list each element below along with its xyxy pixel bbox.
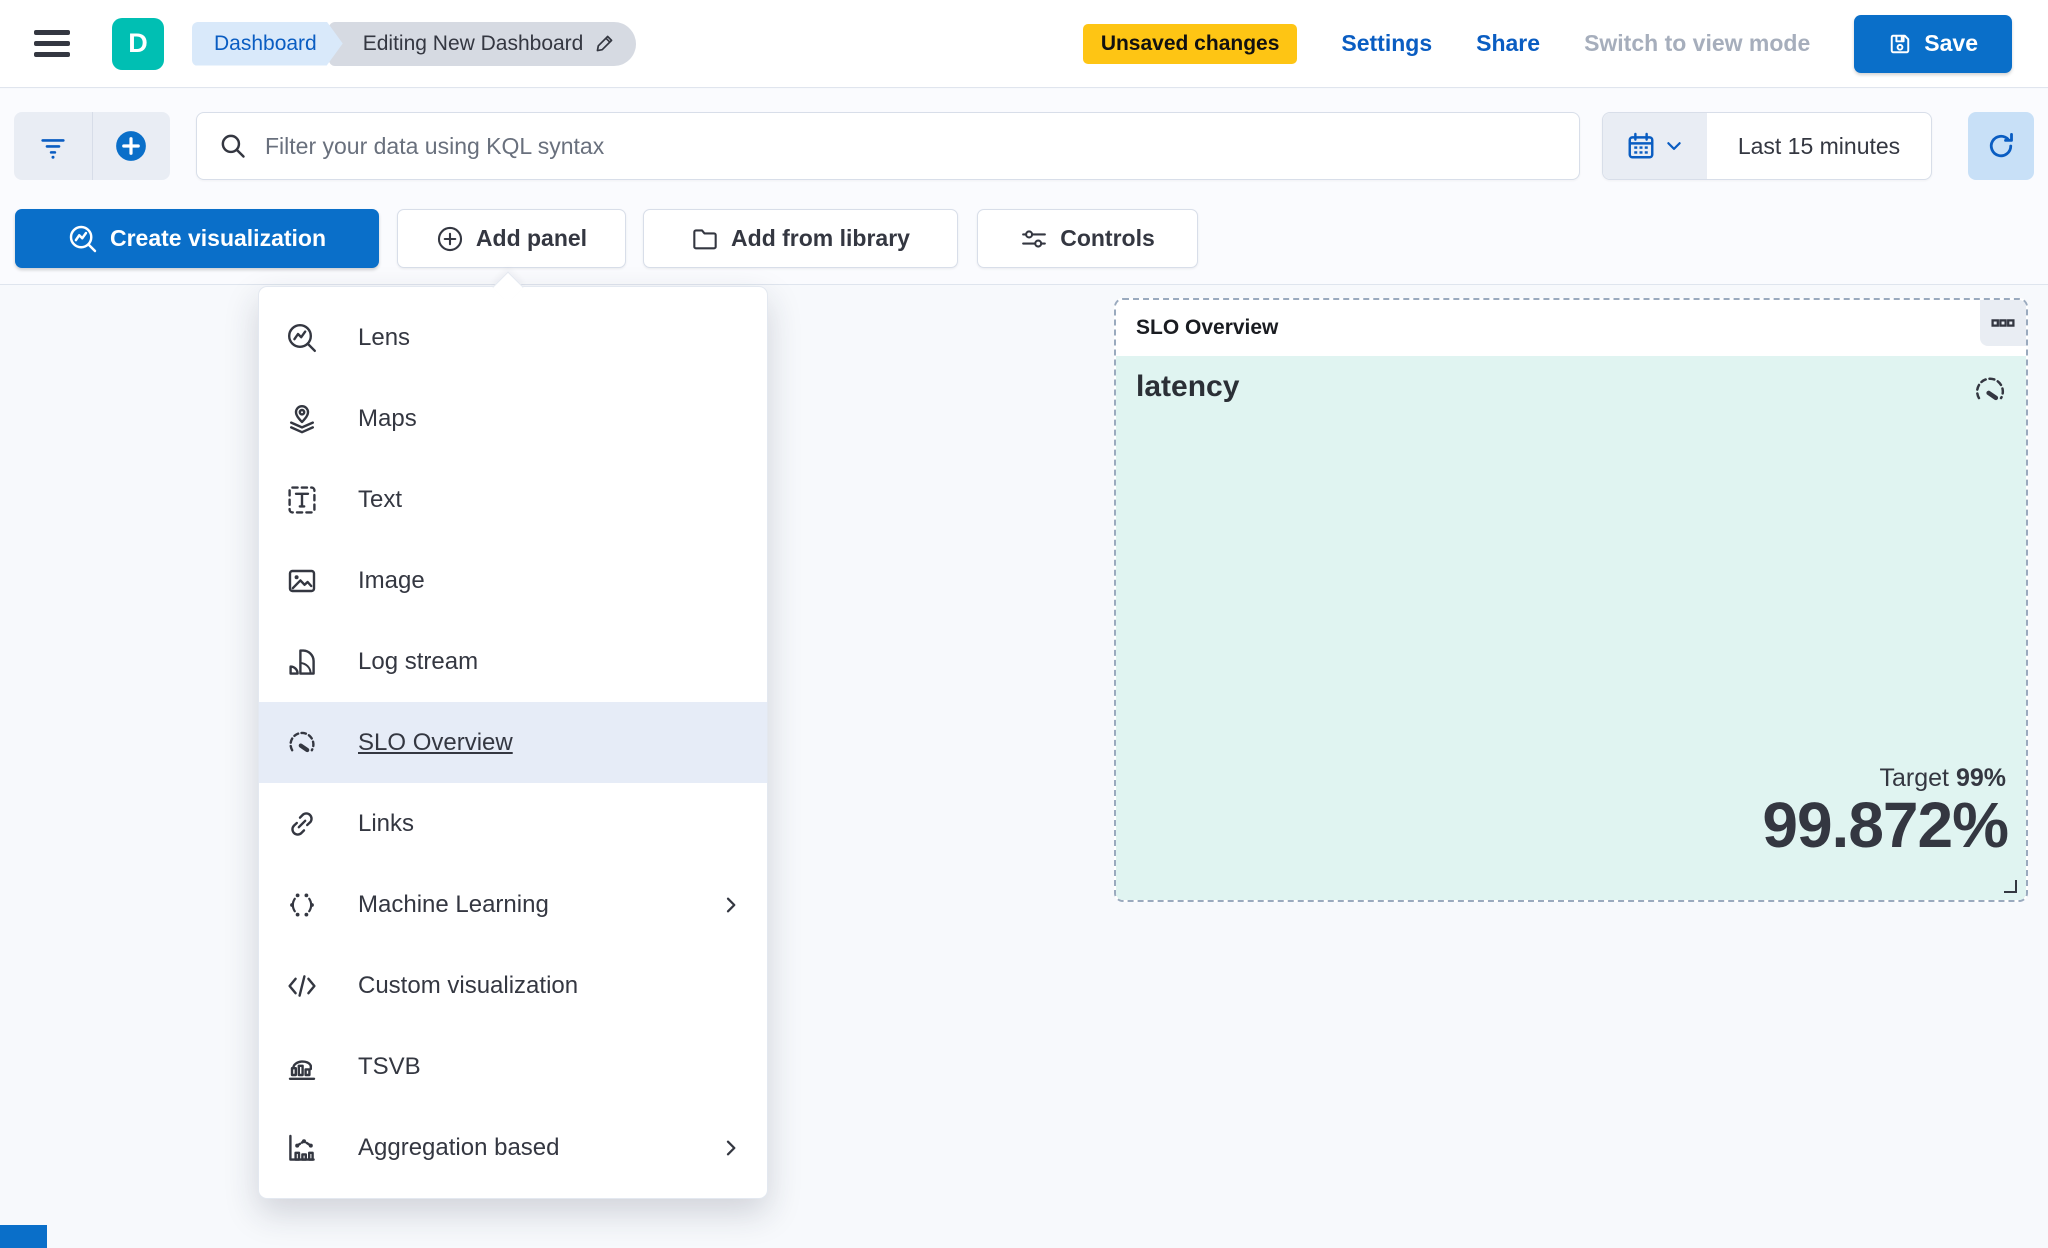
panel-title: SLO Overview xyxy=(1136,316,1279,339)
kql-search-input[interactable] xyxy=(265,132,1557,160)
menu-item-label: Machine Learning xyxy=(358,890,549,918)
menu-item-slo-overview[interactable]: SLO Overview xyxy=(259,702,767,783)
custom-visualization-icon xyxy=(286,970,318,1002)
add-panel-button[interactable]: Add panel xyxy=(397,209,626,268)
calendar-icon xyxy=(1626,131,1656,161)
menu-item-label: Log stream xyxy=(358,647,479,675)
chevron-right-icon xyxy=(719,893,743,917)
menu-item-maps[interactable]: Maps xyxy=(259,378,767,459)
add-from-library-button[interactable]: Add from library xyxy=(643,209,958,268)
add-filter-button[interactable] xyxy=(91,112,171,180)
save-button-label: Save xyxy=(1924,30,1978,56)
time-quick-select-button[interactable] xyxy=(1603,113,1707,179)
menu-item-label: Lens xyxy=(358,323,411,351)
chevron-down-icon xyxy=(1664,136,1684,156)
panel-options-icon xyxy=(1990,310,2016,336)
menu-item-label: Custom visualization xyxy=(358,971,579,999)
add-panel-label: Add panel xyxy=(475,225,588,251)
save-button[interactable]: Save xyxy=(1854,14,2012,73)
panel-options-button[interactable] xyxy=(1980,300,2026,346)
menu-item-aggregation-based[interactable]: Aggregation based xyxy=(259,1107,767,1188)
add-from-library-label: Add from library xyxy=(731,225,910,251)
time-range-picker: Last 15 minutes xyxy=(1602,112,1932,180)
filter-toggle-button[interactable] xyxy=(14,112,92,180)
gauge-icon xyxy=(1972,372,2008,408)
slo-metric-title: latency xyxy=(1136,370,1240,403)
share-link[interactable]: Share xyxy=(1476,30,1541,56)
menu-item-lens[interactable]: Lens xyxy=(259,297,767,378)
filter-funnel-icon xyxy=(38,131,68,161)
slo-metric-body: latency Target 99% 99.872% xyxy=(1116,356,2026,900)
panel-header[interactable]: SLO Overview xyxy=(1116,300,2026,356)
log-stream-icon xyxy=(286,646,318,678)
sliders-icon xyxy=(1020,225,1048,253)
breadcrumb-current-label: Editing New Dashboard xyxy=(362,31,584,55)
lens-icon xyxy=(68,224,98,254)
slo-target: Target 99% xyxy=(1880,764,2006,793)
save-icon xyxy=(1888,32,1912,56)
slo-overview-panel[interactable]: SLO Overview latency Target 99% 99.872% xyxy=(1114,298,2028,902)
text-icon xyxy=(286,484,318,516)
menu-item-tsvb[interactable]: TSVB xyxy=(259,1026,767,1107)
lens-icon xyxy=(286,322,318,354)
create-visualization-button[interactable]: Create visualization xyxy=(15,209,379,268)
create-visualization-label: Create visualization xyxy=(109,225,327,251)
image-icon xyxy=(286,565,318,597)
menu-item-label: Aggregation based xyxy=(358,1133,560,1161)
unsaved-changes-badge[interactable]: Unsaved changes xyxy=(1082,23,1298,64)
refresh-icon xyxy=(1986,131,2016,161)
folder-icon xyxy=(691,225,719,253)
machine-learning-icon xyxy=(286,889,318,921)
filter-controls-group xyxy=(14,112,170,180)
chevron-right-icon xyxy=(719,1136,743,1160)
add-panel-menu: Lens Maps Text xyxy=(258,271,768,1199)
plus-circle-icon xyxy=(114,129,148,163)
menu-item-log-stream[interactable]: Log stream xyxy=(259,621,767,702)
controls-label: Controls xyxy=(1060,225,1155,251)
panel-resize-handle[interactable] xyxy=(2004,880,2017,893)
menu-item-label: Image xyxy=(358,566,425,594)
plus-in-circle-icon xyxy=(436,225,464,253)
menu-item-label: Maps xyxy=(358,404,417,432)
menu-item-links[interactable]: Links xyxy=(259,783,767,864)
toolbar-divider xyxy=(0,284,2048,285)
aggregation-based-icon xyxy=(286,1132,318,1164)
search-icon xyxy=(219,132,247,160)
breadcrumb: Dashboard Editing New Dashboard xyxy=(192,21,637,66)
menu-item-image[interactable]: Image xyxy=(259,540,767,621)
time-range-value[interactable]: Last 15 minutes xyxy=(1737,132,1901,159)
slo-value: 99.872% xyxy=(1762,789,2009,861)
breadcrumb-dashboard[interactable]: Dashboard xyxy=(192,22,343,66)
slo-gauge-icon xyxy=(286,727,318,759)
breadcrumb-current-dashboard[interactable]: Editing New Dashboard xyxy=(328,21,637,66)
new-panel-placeholder xyxy=(0,1225,47,1248)
slo-target-label: Target xyxy=(1879,764,1949,792)
links-icon xyxy=(286,808,318,840)
refresh-button[interactable] xyxy=(1968,112,2034,180)
space-avatar[interactable]: D xyxy=(112,17,164,70)
top-navigation-bar: D Dashboard Editing New Dashboard Unsave… xyxy=(0,0,2048,88)
menu-item-label: Text xyxy=(358,485,403,513)
menu-item-text[interactable]: Text xyxy=(259,459,767,540)
menu-hamburger-icon[interactable] xyxy=(34,24,70,64)
settings-link[interactable]: Settings xyxy=(1341,30,1433,56)
tsvb-icon xyxy=(286,1051,318,1083)
slo-target-value: 99% xyxy=(1955,764,2006,792)
maps-icon xyxy=(286,403,318,435)
menu-item-machine-learning[interactable]: Machine Learning xyxy=(259,864,767,945)
menu-item-custom-visualization[interactable]: Custom visualization xyxy=(259,945,767,1026)
topbar-actions: Unsaved changes Settings Share Switch to… xyxy=(1082,14,2012,73)
kql-search-bar xyxy=(196,112,1580,180)
menu-item-label: Links xyxy=(358,809,415,837)
menu-item-label: TSVB xyxy=(358,1052,421,1080)
pencil-icon xyxy=(593,32,616,55)
controls-button[interactable]: Controls xyxy=(977,209,1198,268)
switch-to-view-mode-link[interactable]: Switch to view mode xyxy=(1584,30,1811,56)
menu-item-label: SLO Overview xyxy=(358,728,513,756)
